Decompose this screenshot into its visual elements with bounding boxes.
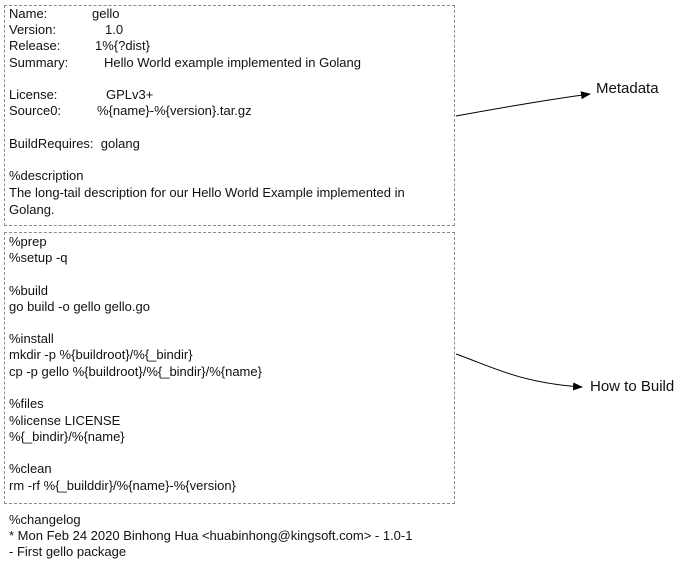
build-command: go build -o gello gello.go — [9, 299, 150, 314]
setup-line: %setup -q — [9, 250, 68, 265]
description-key: %description — [9, 168, 84, 183]
license-key: License: — [9, 87, 58, 102]
files-key: %files — [9, 396, 44, 411]
files-license: %license LICENSE — [9, 413, 121, 428]
source-key: Source0: — [9, 103, 62, 118]
summary-value: Hello World example implemented in Golan… — [104, 55, 361, 70]
metadata-section-box — [4, 5, 455, 226]
buildrequires-line: BuildRequires: golang — [9, 136, 140, 151]
install-command-1: mkdir -p %{buildroot}/%{_bindir} — [9, 347, 193, 362]
version-key: Version: — [9, 22, 56, 37]
license-value: GPLv3+ — [106, 87, 154, 102]
changelog-key: %changelog — [9, 512, 81, 527]
version-value: 1.0 — [105, 22, 124, 37]
changelog-entry: * Mon Feb 24 2020 Binhong Hua <huabinhon… — [9, 528, 413, 543]
build-arrow — [455, 353, 583, 391]
how-to-build-label: How to Build — [590, 378, 675, 395]
summary-key: Summary: — [9, 55, 69, 70]
build-section-box — [4, 232, 455, 504]
install-command-2: cp -p gello %{buildroot}/%{_bindir}/%{na… — [9, 364, 262, 379]
description-line-2: Golang. — [9, 202, 55, 217]
install-key: %install — [9, 331, 54, 346]
prep-key: %prep — [9, 234, 47, 249]
build-key: %build — [9, 283, 49, 298]
changelog-note: - First gello package — [9, 544, 127, 559]
clean-key: %clean — [9, 461, 52, 476]
description-line-1: The long-tail description for our Hello … — [9, 185, 405, 200]
metadata-label: Metadata — [596, 80, 659, 97]
release-value: 1%{?dist} — [95, 38, 150, 53]
source-value: %{name}-%{version}.tar.gz — [97, 103, 252, 118]
name-key: Name: — [9, 6, 48, 21]
metadata-arrow — [455, 91, 591, 117]
files-bin: %{_bindir}/%{name} — [9, 429, 125, 444]
name-value: gello — [92, 6, 120, 21]
release-key: Release: — [9, 38, 61, 53]
clean-command: rm -rf %{_builddir}/%{name}-%{version} — [9, 478, 236, 493]
